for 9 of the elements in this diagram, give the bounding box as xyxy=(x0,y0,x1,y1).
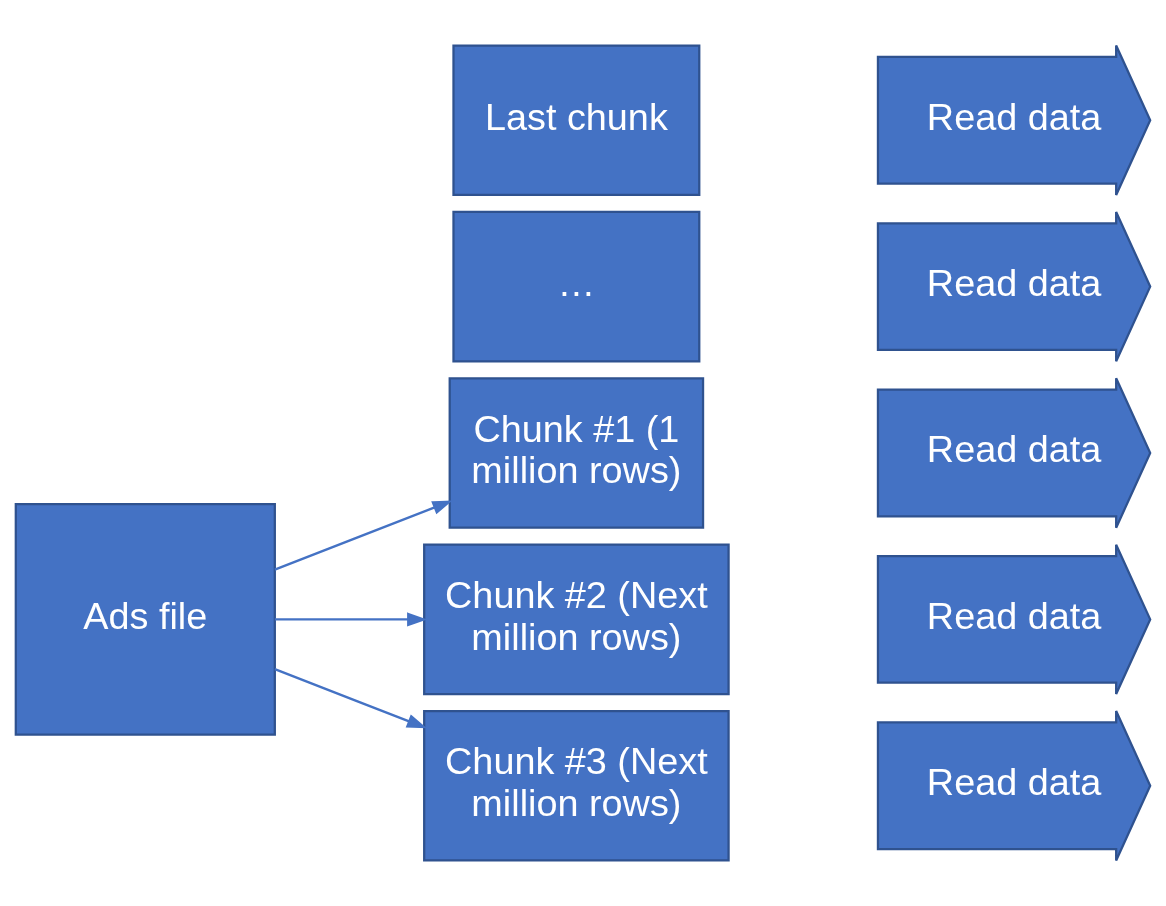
node-box: Chunk #3 (Next million rows) xyxy=(423,709,730,862)
arrow xyxy=(274,667,427,729)
node-box: Chunk #1 (1 million rows) xyxy=(448,377,705,529)
node-box: … xyxy=(452,210,701,363)
node-box: Last chunk xyxy=(452,44,701,197)
arrow xyxy=(274,500,453,571)
node-box: Chunk #2 (Next million rows) xyxy=(423,543,730,696)
node-box: Ads file xyxy=(14,502,276,736)
arrow xyxy=(274,612,428,627)
